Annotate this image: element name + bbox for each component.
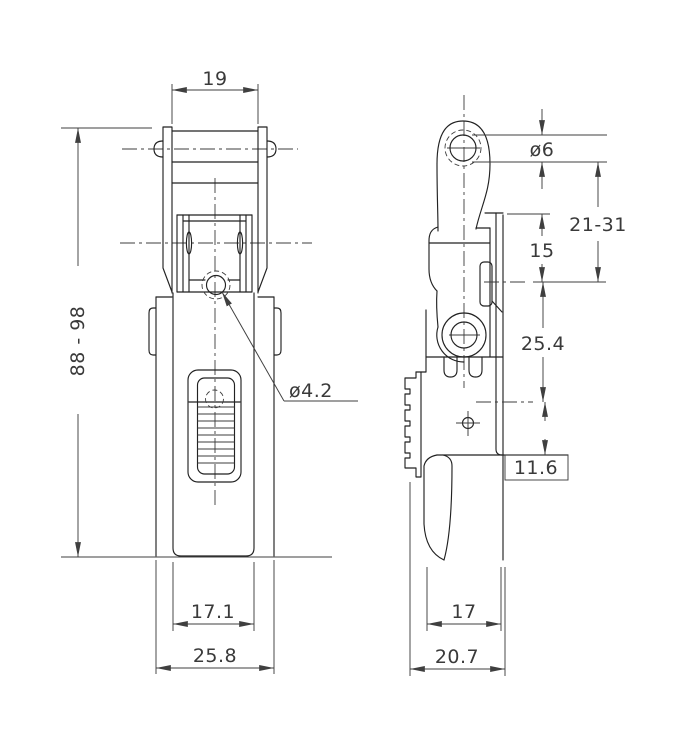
front-lever [176,214,253,300]
rack-teeth [197,406,235,464]
dim-bail-hole: ø6 [472,109,607,189]
pivot-hole [450,321,478,349]
left-rivet [148,307,157,356]
bail-hole [449,134,477,162]
dim-label-lever-hole: ø4.2 [289,380,333,402]
dim-pivot-spacing: 25.4 [521,282,565,402]
dim-label-bail-hole: ø6 [530,139,555,161]
slider-hole-dashed [205,389,224,409]
dim-overall-depth: 20.7 [409,482,506,676]
side-lever [425,226,504,378]
dim-label-bail-width: 19 [202,68,227,90]
dim-label-pivot-spacing: 25.4 [521,333,565,355]
slot-inner [196,377,236,475]
dim-label-body-width: 17.1 [191,601,235,623]
left-pin-end [153,140,164,158]
lever-hole-dashed [201,270,231,300]
dim-overall-height: 88 - 98 [61,127,332,558]
dim-hook-offset: 11.6 [504,402,569,481]
dimensions: 19 88 - 98 ø4.2 17.1 25.8 [61,68,627,676]
side-view [404,95,569,561]
dim-box [504,454,569,481]
dim-label-top-offset: 15 [529,240,554,262]
dim-lever-hole: ø4.2 [221,291,358,402]
dim-label-hook-offset: 11.6 [514,457,558,479]
spring-wire [491,300,503,313]
dim-body-width: 17.1 [172,562,255,631]
front-bail [153,126,277,294]
right-rivet [273,307,282,356]
lever-hole [205,274,227,296]
dim-label-overall-height: 88 - 98 [67,306,89,377]
front-view [120,126,312,557]
front-centerlines [120,148,312,505]
side-centerlines [447,95,480,388]
dim-top-offset: 15 [507,213,554,282]
right-pin-end [266,140,277,158]
side-bail-arm [436,120,491,232]
slot-outer [187,369,242,483]
lever-tab-left [443,356,458,378]
dim-body-depth: 17 [426,567,502,631]
dim-adjust-range: 21-31 [533,162,627,283]
dim-label-overall-depth: 20.7 [435,646,479,668]
bail-hole-dashed [444,129,482,167]
left-pivot-boss [185,231,193,255]
lever-tab-right [468,356,483,378]
right-pivot-boss [236,231,244,255]
dim-plate-width: 25.8 [155,560,275,674]
lever-lobe [436,326,465,363]
dim-label-adjust-range: 21-31 [569,214,627,236]
keeper-tab [479,261,493,307]
dim-label-plate-width: 25.8 [193,645,237,667]
front-body [148,292,282,557]
dim-bail-width: 19 [171,68,259,124]
serrated-rack [404,371,422,478]
dim-label-body-depth: 17 [451,601,476,623]
